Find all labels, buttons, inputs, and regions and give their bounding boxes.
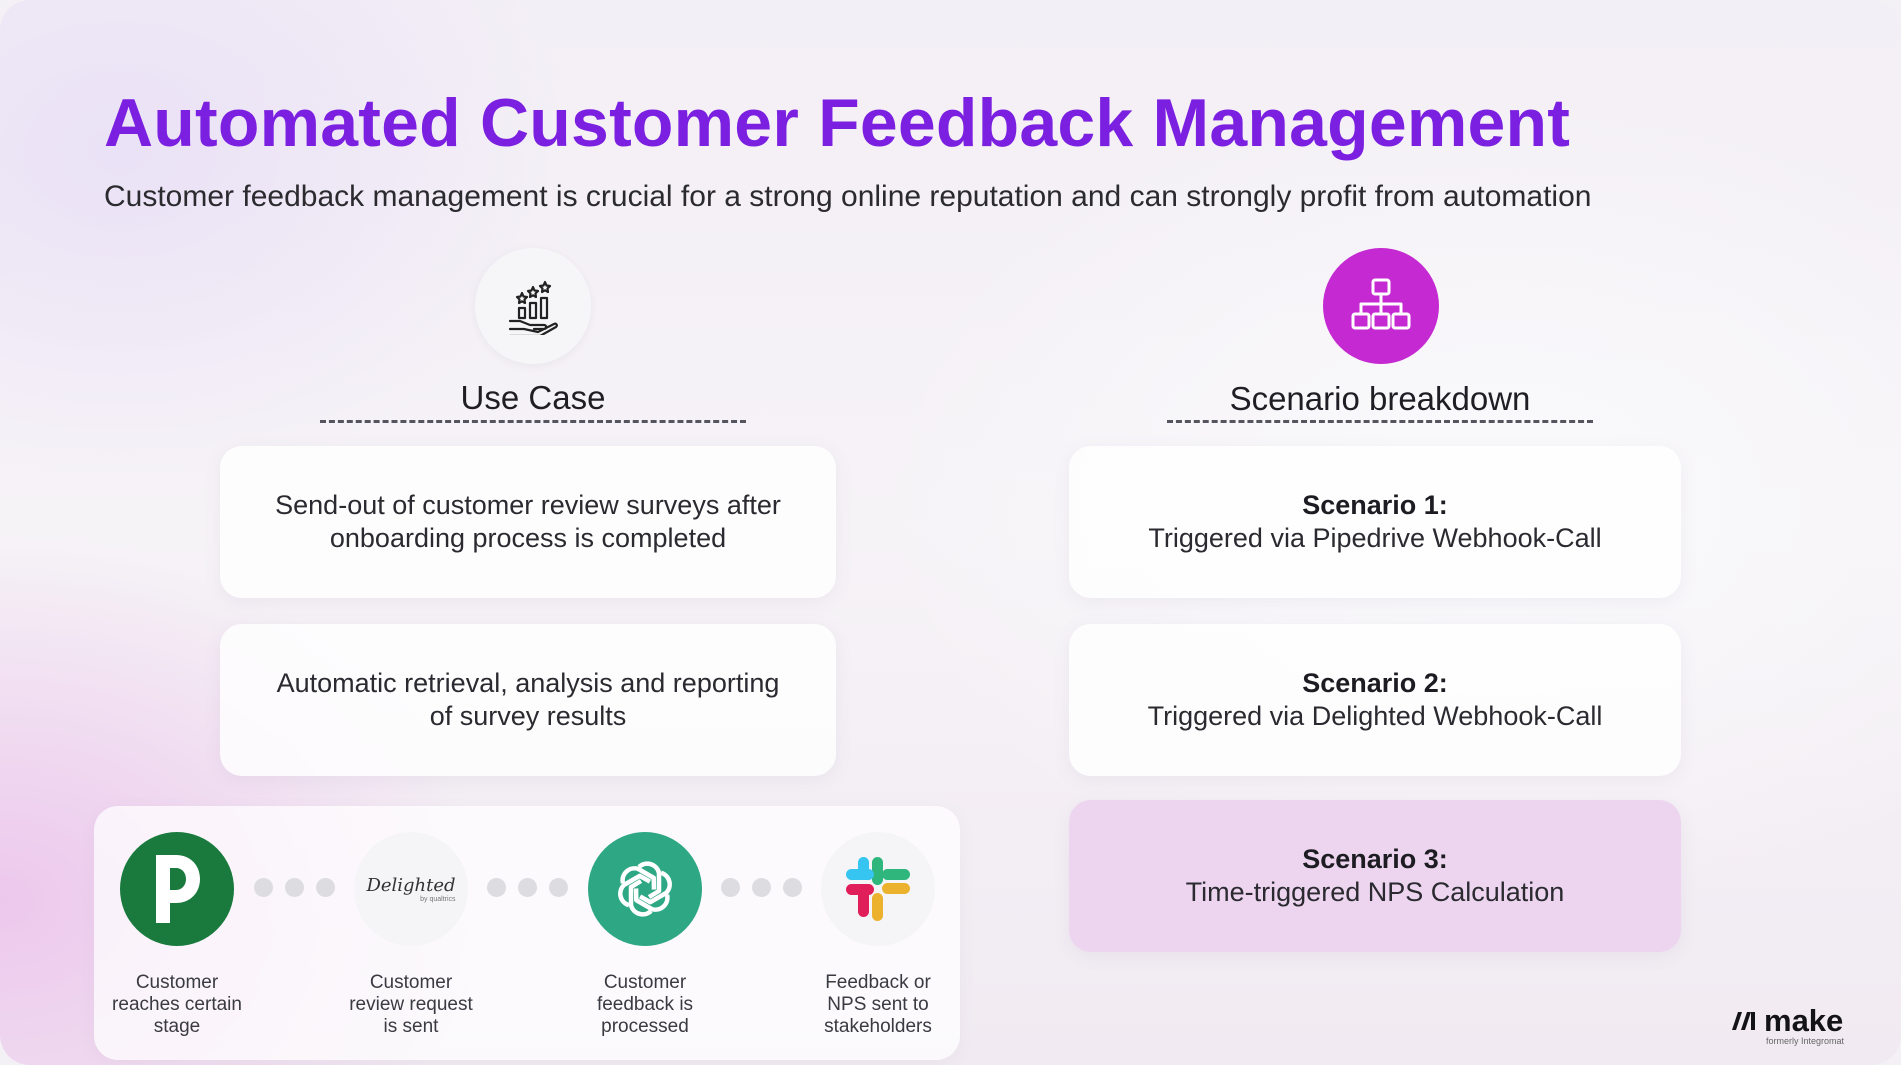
flow-connector-2 — [487, 878, 568, 897]
pipedrive-logo-icon — [120, 832, 234, 946]
flow-step-1: Customer reaches certain stage — [94, 832, 260, 1038]
flow-step-4: Feedback or NPS sent to stakeholders — [795, 832, 961, 1038]
flow-connector-1 — [254, 878, 335, 897]
scenario-divider — [1167, 420, 1593, 423]
slide-title: Automated Customer Feedback Management — [104, 85, 1571, 161]
make-mark-icon — [1732, 1012, 1755, 1030]
scenario-3-title: Scenario 3: — [1302, 844, 1448, 874]
flow-step-2: Delighted by qualtrics Customer review r… — [328, 832, 494, 1038]
flow-step-3-caption: Customer feedback is processed — [596, 972, 694, 1037]
scenario-heading: Scenario breakdown — [1229, 380, 1531, 417]
flow-connector-3 — [721, 878, 802, 897]
scenario-3-desc: Time-triggered NPS Calculation — [1185, 877, 1565, 907]
flow-step-1-caption: Customer reaches certain stage — [112, 972, 242, 1037]
scenario-2-desc: Triggered via Delighted Webhook-Call — [1147, 701, 1603, 731]
scenario-card-1: Scenario 1: Triggered via Pipedrive Webh… — [1069, 446, 1681, 598]
scenario-1-desc: Triggered via Pipedrive Webhook-Call — [1148, 523, 1602, 553]
scenario-card-2: Scenario 2: Triggered via Delighted Webh… — [1069, 624, 1681, 776]
use-case-card-2: Automatic retrieval, analysis and report… — [220, 624, 836, 776]
slide-subtitle: Customer feedback management is crucial … — [104, 180, 1592, 213]
scenario-2-title: Scenario 2: — [1302, 668, 1448, 698]
scenario-card-3: Scenario 3: Time-triggered NPS Calculati… — [1069, 800, 1681, 952]
flow-step-4-caption: Feedback or NPS sent to stakeholders — [824, 972, 932, 1037]
flow-step-2-caption: Customer review request is sent — [349, 972, 473, 1037]
flow-step-3: Customer feedback is processed — [562, 832, 728, 1038]
flow-panel — [94, 806, 960, 1060]
use-case-2-line1: Automatic retrieval, analysis and report… — [276, 668, 780, 698]
use-case-heading: Use Case — [460, 379, 606, 416]
use-case-1-line1: Send-out of customer review surveys afte… — [275, 490, 781, 520]
scenario-1-title: Scenario 1: — [1302, 490, 1448, 520]
hierarchy-icon — [1323, 248, 1439, 364]
use-case-card-1: Send-out of customer review surveys afte… — [220, 446, 836, 598]
use-case-divider — [320, 420, 746, 423]
slack-logo-icon — [821, 832, 935, 946]
use-case-1-line2: onboarding process is completed — [329, 523, 727, 553]
make-logo: make formerly Integromat — [1730, 1003, 1850, 1046]
brand-sub: formerly Integromat — [1766, 1036, 1845, 1046]
delighted-logo-icon: Delighted by qualtrics — [354, 832, 468, 946]
use-case-2-line2: of survey results — [429, 701, 627, 731]
rating-hand-icon — [475, 248, 591, 364]
brand-name: make — [1764, 1003, 1844, 1038]
openai-logo-icon — [588, 832, 702, 946]
